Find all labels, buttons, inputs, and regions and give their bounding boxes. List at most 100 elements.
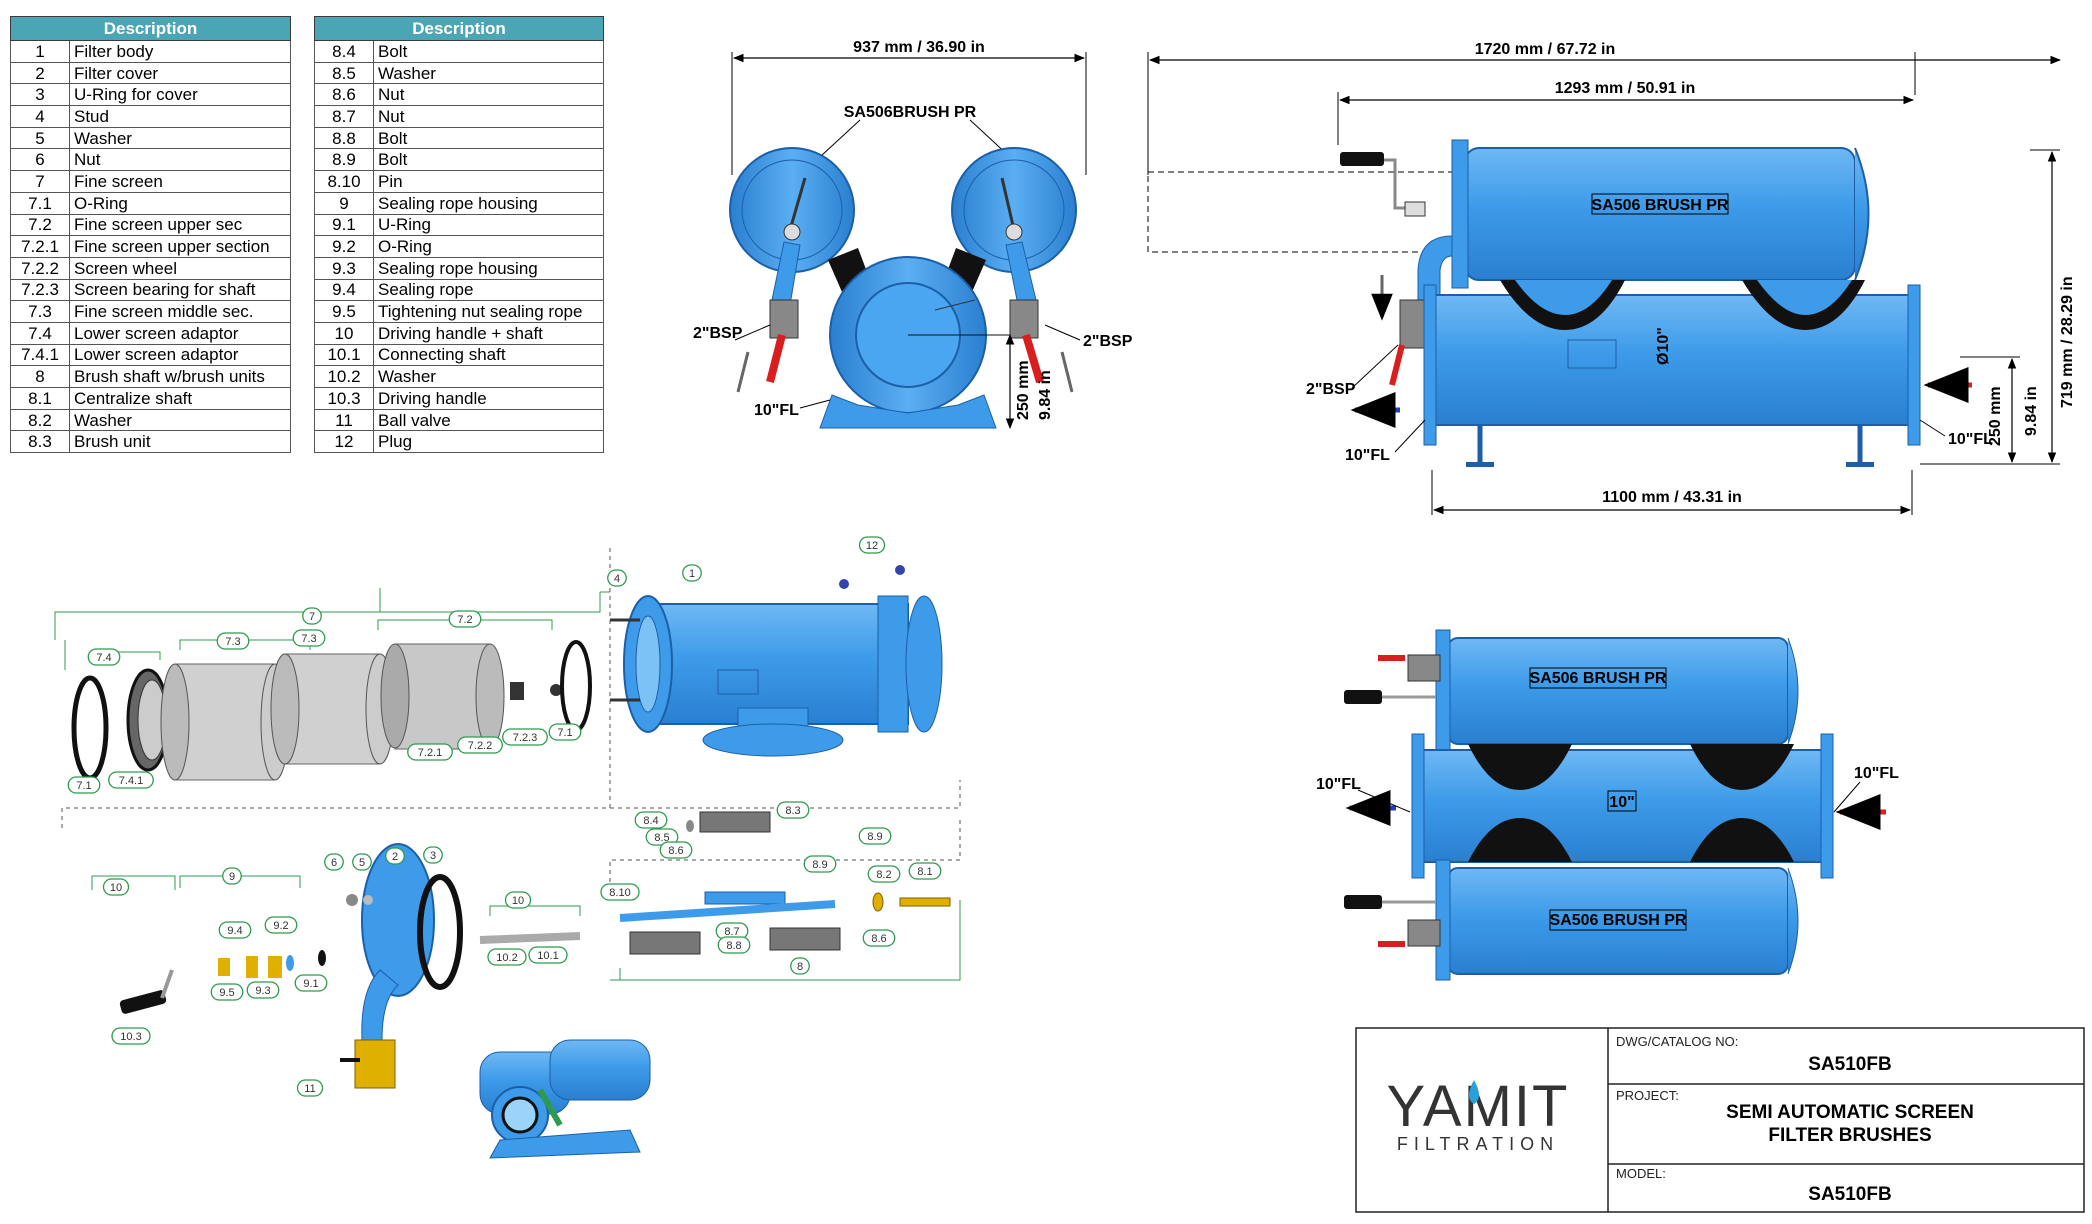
callout-bubble: 7.3 xyxy=(216,632,250,650)
model-label: MODEL: xyxy=(1616,1166,1666,1181)
part-number: 12 xyxy=(314,430,374,454)
callout-label: 10.2 xyxy=(496,952,517,964)
lower-tank-label: SA506 BRUSH PR xyxy=(1550,912,1687,929)
callout-label: 5 xyxy=(359,857,365,869)
part-description: Lower screen adaptor xyxy=(69,343,291,367)
part-number: 7.4 xyxy=(10,321,70,345)
callout-bubble: 8.10 xyxy=(600,883,640,901)
callout-bubble: 10.1 xyxy=(528,946,568,964)
part-description: Bolt xyxy=(373,126,604,150)
bsp-label-right: 2"BSP xyxy=(1083,333,1133,350)
part-number: 9.4 xyxy=(314,278,374,302)
callout-label: 6 xyxy=(331,857,337,869)
callout-bubble: 7.3 xyxy=(292,629,326,647)
outlet-arrow xyxy=(736,351,750,393)
valve-handle-left xyxy=(766,334,786,383)
callout-bubble: 7.4.1 xyxy=(108,771,154,789)
logo-subtext: FILTRATION xyxy=(1397,1134,1559,1154)
callout-bubble: 8.1 xyxy=(908,862,942,880)
part-description: Fine screen upper sec xyxy=(69,213,291,237)
callout-label: 4 xyxy=(614,573,620,585)
part-number: 8.6 xyxy=(314,83,374,107)
callout-label: 9.3 xyxy=(255,985,270,997)
side-view: 1720 mm / 67.72 in 1293 mm / 50.91 in SA… xyxy=(1147,41,2076,515)
part-description: Plug xyxy=(373,430,604,454)
callout-label: 7.1 xyxy=(76,780,91,792)
callout-label: 7.3 xyxy=(301,633,316,645)
callout-bubble: 8.5 xyxy=(645,828,679,846)
callout-bubble: 7.2.2 xyxy=(457,736,503,754)
callout-bubble: 9.5 xyxy=(210,983,244,1001)
part-description: Fine screen xyxy=(69,170,291,193)
part-number: 7.4.1 xyxy=(10,343,70,367)
callout-label: 8.3 xyxy=(785,805,800,817)
callout-bubble: 7.2.3 xyxy=(502,728,548,746)
callout-label: 9.4 xyxy=(227,925,242,937)
callout-bubble: 8.3 xyxy=(776,801,810,819)
driving-handle xyxy=(1340,152,1384,166)
upper-tank-label: SA506 BRUSH PR xyxy=(1592,197,1729,214)
callout-bubble: 12 xyxy=(858,536,886,554)
bsp-label: 2"BSP xyxy=(1306,381,1356,398)
part-number: 8.3 xyxy=(10,430,70,454)
callout-label: 8.8 xyxy=(726,940,741,952)
part-number: 7.1 xyxy=(10,191,70,215)
ball-valve xyxy=(354,1039,396,1089)
part-number: 8.8 xyxy=(314,126,374,150)
project-line-2: FILTER BRUSHES xyxy=(1768,1125,1931,1146)
part-description: Ball valve xyxy=(373,408,604,432)
exploded-view xyxy=(54,548,961,1159)
callout-label: 7.4.1 xyxy=(119,775,143,787)
callout-bubble: 8 xyxy=(790,957,810,975)
callout-bubble: 3 xyxy=(423,846,443,864)
outlet-arrow xyxy=(1060,351,1074,393)
upper-length-dimension: 1293 mm / 50.91 in xyxy=(1555,80,1696,97)
part-description: U-Ring xyxy=(373,213,604,237)
o-ring xyxy=(71,675,109,781)
callout-bubble: 9.3 xyxy=(246,981,280,999)
part-number: 8.5 xyxy=(314,61,374,85)
flange-label: 10"FL xyxy=(754,402,799,419)
part-description: Washer xyxy=(69,126,291,150)
callout-bubble: 9.1 xyxy=(294,974,328,992)
callout-bubble: 11 xyxy=(296,1079,324,1097)
callout-label: 7.1 xyxy=(557,727,572,739)
project-label: PROJECT: xyxy=(1616,1088,1679,1103)
callout-label: 10.3 xyxy=(120,1031,141,1043)
part-number: 8.2 xyxy=(10,408,70,432)
callout-label: 8 xyxy=(797,961,803,973)
part-description: Brush unit xyxy=(69,430,291,454)
callout-bubble: 10 xyxy=(102,878,130,896)
callout-label: 7 xyxy=(309,611,315,623)
callout-label: 8.1 xyxy=(917,866,932,878)
top-view: SA506 BRUSH PR 10" SA506 BRUSH PR 10"FL … xyxy=(1316,629,1899,981)
callout-label: 7.2.2 xyxy=(468,740,492,752)
u-ring xyxy=(417,874,463,990)
callout-bubble: 8.2 xyxy=(867,865,901,883)
part-description: Sealing rope housing xyxy=(373,191,604,215)
callout-bubble: 7.1 xyxy=(67,776,101,794)
callout-label: 9.2 xyxy=(273,920,288,932)
table-header: Description xyxy=(10,16,291,41)
part-description: Pin xyxy=(373,170,604,193)
title-block: YAMIT FILTRATION DWG/CATALOG NO: SA510FB… xyxy=(1355,1027,2085,1213)
callout-bubble: 8.7 xyxy=(715,922,749,940)
callout-bubble: 7.1 xyxy=(548,723,582,741)
callout-label: 1 xyxy=(689,568,695,580)
part-description: Brush shaft w/brush units xyxy=(69,365,291,388)
callout-bubble: 1 xyxy=(682,564,702,582)
logo-drop-icon xyxy=(1469,1080,1479,1104)
table-header: Description xyxy=(314,16,604,41)
dwg-value: SA510FB xyxy=(1808,1054,1891,1075)
callout-label: 8.6 xyxy=(871,933,886,945)
callout-bubble: 7 xyxy=(302,607,322,625)
